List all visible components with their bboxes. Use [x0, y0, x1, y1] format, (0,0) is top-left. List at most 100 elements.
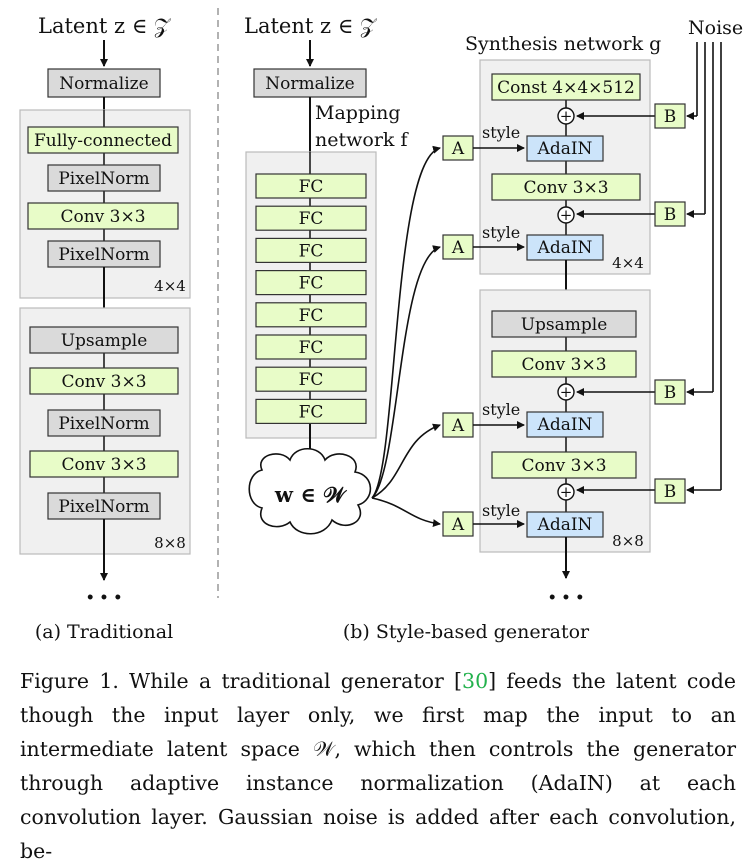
noise-add-node: [557, 206, 575, 224]
subcaption-b: (b) Style-based generator: [343, 621, 590, 643]
left-conv-box: [27, 202, 179, 230]
noise-add-node: [557, 483, 575, 501]
left-conv-box: [29, 367, 179, 395]
adain-label: AdaIN: [537, 515, 593, 535]
noise-add-node: [557, 383, 575, 401]
synthesis-conv-box: [491, 173, 641, 201]
style-label: style: [482, 223, 520, 242]
synthesis-network-label: Synthesis network g: [465, 33, 661, 55]
style-affine-a-label: A: [451, 416, 465, 436]
left-upsample-box: [29, 326, 179, 354]
left-pixelnorm-box: [47, 240, 161, 268]
noise-scale-b-box: [654, 201, 686, 227]
mapping-label-line1: Mapping: [315, 102, 401, 124]
left-latent-label: Latent z ∈ 𝒵: [38, 14, 171, 38]
right-latent-label: Latent z ∈ 𝒵: [244, 14, 377, 38]
style-affine-a-label: A: [451, 238, 465, 258]
noise-add-symbol: +: [560, 383, 573, 401]
fc-layer-label: FC: [299, 338, 324, 358]
noise-add-symbol: +: [560, 107, 573, 125]
fc-layer-box: [255, 398, 367, 424]
noise-scale-b-label: B: [664, 482, 677, 502]
synthesis-conv-label: Conv 3×3: [521, 355, 606, 375]
left-upsample-label: Upsample: [61, 331, 148, 351]
w-latent-cloud: [248, 447, 372, 535]
fc-layer-box: [255, 366, 367, 392]
left-pixelnorm-box: [47, 409, 161, 437]
left-fully-connected-box: [27, 126, 179, 154]
w-latent-label: w ∈ 𝒲: [274, 482, 348, 507]
const-input-box: [491, 73, 641, 101]
style-affine-a-box: [442, 511, 474, 537]
left-conv-label: Conv 3×3: [60, 207, 145, 227]
figure-caption: Figure 1. While a traditional generator …: [20, 664, 736, 868]
adain-label: AdaIN: [537, 139, 593, 159]
fc-stack: FC FC FC FC FC FC FC FC: [255, 173, 367, 424]
right-normalize-label: Normalize: [265, 74, 354, 94]
noise-scale-b-label: B: [664, 205, 677, 225]
fc-layer-box: [255, 173, 367, 199]
left-continuation-dots: • • •: [86, 590, 123, 606]
noise-scale-b-label: B: [664, 383, 677, 403]
left-conv-label: Conv 3×3: [61, 455, 146, 475]
noise-add-symbol: +: [560, 483, 573, 501]
adain-label: AdaIN: [537, 238, 593, 258]
left-pixelnorm-label: PixelNorm: [58, 245, 149, 265]
fc-layer-label: FC: [299, 306, 324, 326]
adain-label: AdaIN: [537, 415, 593, 435]
adain-box: [526, 411, 604, 438]
left-pixelnorm-label: PixelNorm: [58, 497, 149, 517]
synthesis-conv-box: [491, 451, 637, 479]
caption-text-start: Figure 1. While a traditional generator …: [20, 669, 463, 693]
synthesis-upsample-box: [491, 310, 637, 338]
fc-layer-label: FC: [299, 370, 324, 390]
style-label: style: [482, 400, 520, 419]
left-res-8x8: 8×8: [154, 534, 186, 552]
fc-layer-label: FC: [299, 241, 324, 261]
style-affine-a-box: [442, 412, 474, 438]
adain-box: [526, 511, 604, 538]
fc-layer-box: [255, 237, 367, 263]
noise-scale-b-label: B: [664, 107, 677, 127]
fc-layer-label: FC: [299, 274, 324, 294]
const-input-label: Const 4×4×512: [497, 78, 635, 98]
noise-label: Noise: [688, 17, 743, 39]
synthesis-res-8x8: 8×8: [612, 532, 644, 550]
synthesis-conv-box: [491, 350, 637, 378]
left-res-4x4: 4×4: [154, 277, 186, 295]
noise-scale-b-box: [654, 379, 686, 405]
synthesis-conv-label: Conv 3×3: [523, 178, 608, 198]
right-normalize-box: [253, 68, 367, 98]
right-continuation-dots: • • •: [548, 590, 585, 606]
fc-layer-label: FC: [299, 177, 324, 197]
fc-layer-label: FC: [299, 209, 324, 229]
fc-layer-label: FC: [299, 402, 324, 422]
left-fully-connected-label: Fully-connected: [34, 131, 172, 151]
left-conv-label: Conv 3×3: [61, 372, 146, 392]
synthesis-upsample-label: Upsample: [521, 315, 608, 335]
fc-layer-box: [255, 302, 367, 328]
left-normalize-label: Normalize: [59, 74, 148, 94]
synthesis-res-4x4: 4×4: [612, 254, 644, 272]
noise-scale-b-box: [654, 103, 686, 129]
style-label: style: [482, 123, 520, 142]
synthesis-conv-label: Conv 3×3: [521, 456, 606, 476]
noise-add-symbol: +: [560, 206, 573, 224]
subcaption-a: (a) Traditional: [35, 621, 173, 643]
caption-text-rest: ] feeds the latent code though the input…: [20, 669, 736, 863]
style-affine-a-label: A: [451, 139, 465, 159]
style-affine-a-label: A: [451, 515, 465, 535]
left-normalize-box: [47, 68, 161, 98]
left-pixelnorm-label: PixelNorm: [58, 414, 149, 434]
left-pixelnorm-label: PixelNorm: [58, 169, 149, 189]
mapping-label-line2: network f: [315, 129, 409, 151]
stylegan-figure: Latent z ∈ 𝒵 Normalize Fully-connected P…: [19, 8, 743, 643]
left-conv-box: [29, 450, 179, 478]
fc-layer-box: [255, 205, 367, 231]
adain-box: [526, 135, 604, 162]
citation-link[interactable]: 30: [462, 669, 489, 693]
style-label: style: [482, 501, 520, 520]
fc-layer-box: [255, 270, 367, 296]
noise-add-node: [557, 107, 575, 125]
left-pixelnorm-box: [47, 164, 161, 192]
